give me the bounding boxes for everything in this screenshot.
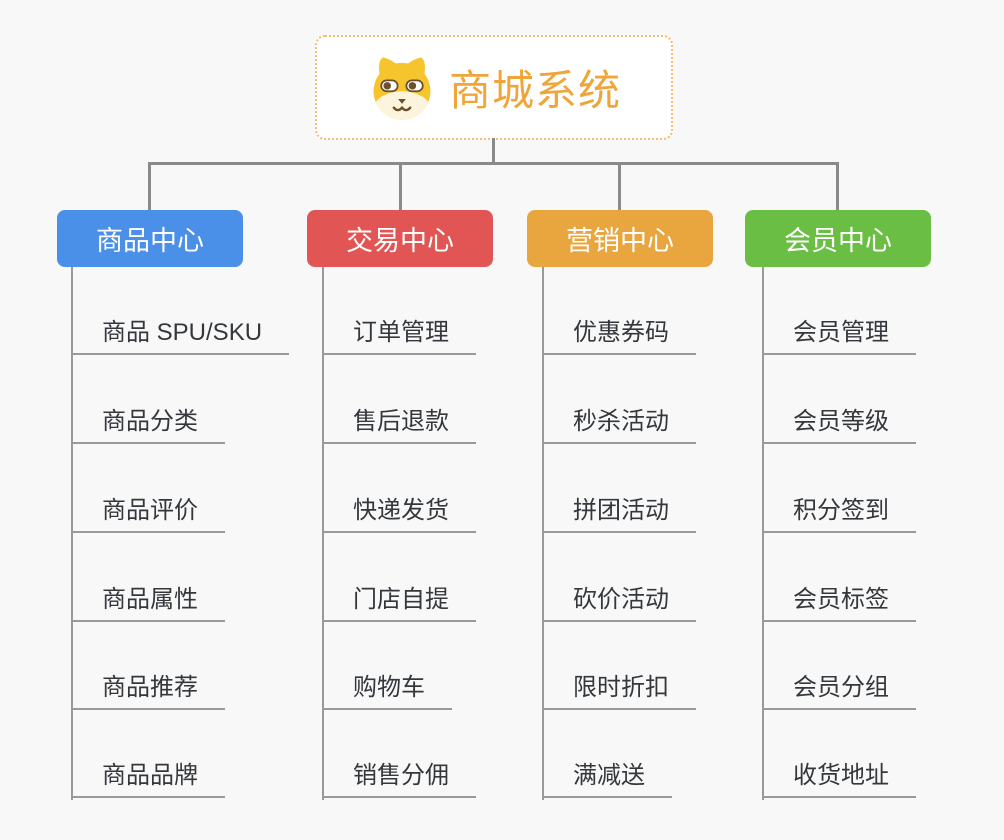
leaf-node[interactable]: 拼团活动	[542, 492, 696, 533]
connector-drop-products	[148, 162, 151, 210]
leaf-node[interactable]: 满减送	[542, 757, 672, 798]
leaf-node[interactable]: 售后退款	[322, 403, 476, 444]
leaf-node[interactable]: 快递发货	[322, 492, 476, 533]
leaf-node[interactable]: 订单管理	[322, 314, 476, 355]
connector-horizontal-bar	[148, 162, 839, 165]
spine-product-center	[71, 267, 73, 800]
branch-node-member-center[interactable]: 会员中心	[745, 210, 931, 267]
leaf-node[interactable]: 会员等级	[762, 403, 916, 444]
root-node-mall-system[interactable]: 商城系统	[315, 35, 673, 140]
leaf-node[interactable]: 销售分佣	[322, 757, 476, 798]
spine-marketing-center	[542, 267, 544, 800]
connector-drop-marketing	[618, 162, 621, 210]
dog-face-icon	[367, 54, 437, 122]
leaf-node[interactable]: 商品分类	[71, 403, 225, 444]
leaf-node[interactable]: 商品属性	[71, 581, 225, 622]
leaf-node[interactable]: 优惠券码	[542, 314, 696, 355]
leaf-node[interactable]: 商品品牌	[71, 757, 225, 798]
spine-member-center	[762, 267, 764, 800]
connector-drop-members	[836, 162, 839, 210]
connector-drop-trade	[399, 162, 402, 210]
leaf-node[interactable]: 会员分组	[762, 669, 916, 710]
leaf-node[interactable]: 砍价活动	[542, 581, 696, 622]
leaf-node[interactable]: 积分签到	[762, 492, 916, 533]
leaf-node[interactable]: 收货地址	[762, 757, 916, 798]
leaf-node[interactable]: 会员管理	[762, 314, 916, 355]
leaf-node[interactable]: 购物车	[322, 669, 452, 710]
leaf-node[interactable]: 门店自提	[322, 581, 476, 622]
branch-node-trade-center[interactable]: 交易中心	[307, 210, 493, 267]
spine-trade-center	[322, 267, 324, 800]
root-title: 商城系统	[448, 67, 621, 114]
leaf-node[interactable]: 商品推荐	[71, 669, 225, 710]
leaf-node[interactable]: 限时折扣	[542, 669, 696, 710]
branch-node-marketing-center[interactable]: 营销中心	[527, 210, 713, 267]
branch-node-product-center[interactable]: 商品中心	[57, 210, 243, 267]
leaf-node[interactable]: 商品评价	[71, 492, 225, 533]
leaf-node[interactable]: 商品 SPU/SKU	[71, 314, 290, 355]
leaf-node[interactable]: 秒杀活动	[542, 403, 696, 444]
leaf-node[interactable]: 会员标签	[762, 581, 916, 622]
connector-root-stub	[492, 138, 495, 165]
